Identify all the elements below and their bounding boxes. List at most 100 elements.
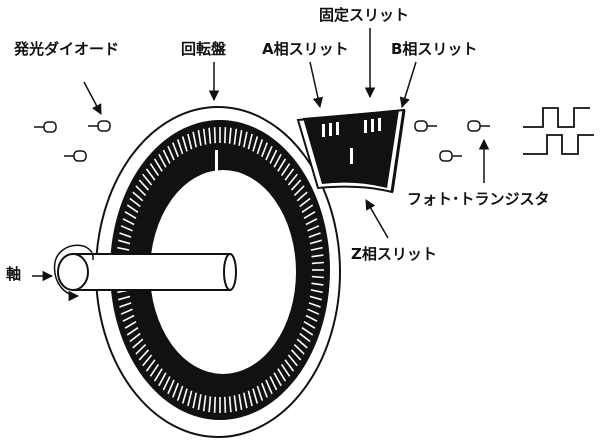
disk-slit [307,225,320,232]
disk-slit [269,149,278,164]
disk-slit [119,232,132,238]
a-phase-slits [322,122,339,137]
disk-slit [277,368,287,382]
disk-slit [208,396,212,413]
disk-slit [296,338,308,349]
disk-slit [243,392,248,409]
disk-slit [308,232,321,238]
disk-slit [167,145,175,161]
disk-slit-ring [116,127,324,413]
disk-slit [309,295,322,301]
disk-slit [167,379,175,395]
disk-slit [135,185,147,196]
disk-slit [301,204,314,213]
leader-arrows [32,28,490,282]
disk-slit [142,354,153,367]
b-slit-arrow [399,61,417,109]
disk-slit [122,218,135,226]
disk-slit [308,302,321,308]
disk-slit [228,396,232,413]
disk-slit [197,394,202,411]
disk-slit [301,327,314,336]
disk-slit [265,379,273,395]
disk-slit [305,218,318,226]
disk-slit [118,295,131,301]
led-icon [34,120,111,162]
disk-slit [129,197,141,208]
disk-slit [162,376,171,391]
disk-slit [208,127,212,144]
disk-slit [132,191,144,202]
z-slit-arrow [365,199,389,239]
disk-slit [303,211,316,219]
disk-slit [310,289,323,294]
disk-slit [280,163,291,177]
disk-slit [187,133,193,150]
disk-slit [124,211,137,219]
disk-slit [256,139,264,155]
label-led: 発光ダイオード [14,40,120,58]
disk-slit [252,388,259,404]
disk-slit [142,173,153,186]
disk-slit [290,349,302,361]
disk-slit [145,359,156,372]
disk-slit [117,246,130,251]
fixed-slit-plate [296,108,406,194]
label-phototransistor: フォト･トランジスタ [407,190,550,208]
disk-slit [280,363,291,377]
disk-slit [233,395,238,412]
disk-slit [145,168,156,181]
disk-slit [238,394,243,411]
disk-slit [307,308,320,315]
disk-slit [299,197,311,208]
disk-slit [192,131,197,148]
disk-slit [176,139,184,155]
a-slit-arrow [309,61,324,109]
disk-slit [149,163,160,177]
disk-slit [187,390,193,407]
label-b-slit: B相スリット [391,40,478,58]
disk-slit [273,372,282,387]
disk-slit [265,145,273,161]
disk-slit [261,382,268,398]
disk-slit [277,158,287,172]
disk-slit [138,349,150,361]
disk-slit [273,153,282,168]
disk-slit [311,261,324,265]
disk-slit [172,382,179,398]
disk-slit [181,136,188,152]
disk-slit [202,395,207,412]
disk-slit [120,308,133,315]
disk-slit [213,396,216,413]
phototransistor-icon [414,120,490,162]
disk-slit [224,127,227,144]
disk-slit [311,282,324,286]
disk-slit [224,396,227,413]
disk-slit [311,275,324,279]
disk-slit [176,385,184,401]
disk-slit [132,338,144,349]
disk-slit [118,239,131,245]
label-shaft: 軸 [6,265,22,283]
disk-slit [247,390,253,407]
disk-slit [309,239,322,245]
disk-slit [172,142,179,158]
disk-slit [310,246,323,251]
disk-slit [303,321,316,329]
disk-slit [149,363,160,377]
led-arrow [83,81,102,115]
disk-slit [252,136,259,152]
disk-slit [119,302,132,308]
disk-slit [256,385,264,401]
disk-slit [122,314,135,322]
disk-slit [126,327,139,336]
label-disk: 回転盤 [181,40,227,58]
square-wave-icon [523,107,594,155]
disk-slit [135,344,147,355]
z-phase-slit [350,148,353,164]
label-z-slit: Z相スリット [351,245,437,263]
disk-slit [293,185,305,196]
disk-slit [202,128,207,145]
b-phase-slits [364,118,381,133]
